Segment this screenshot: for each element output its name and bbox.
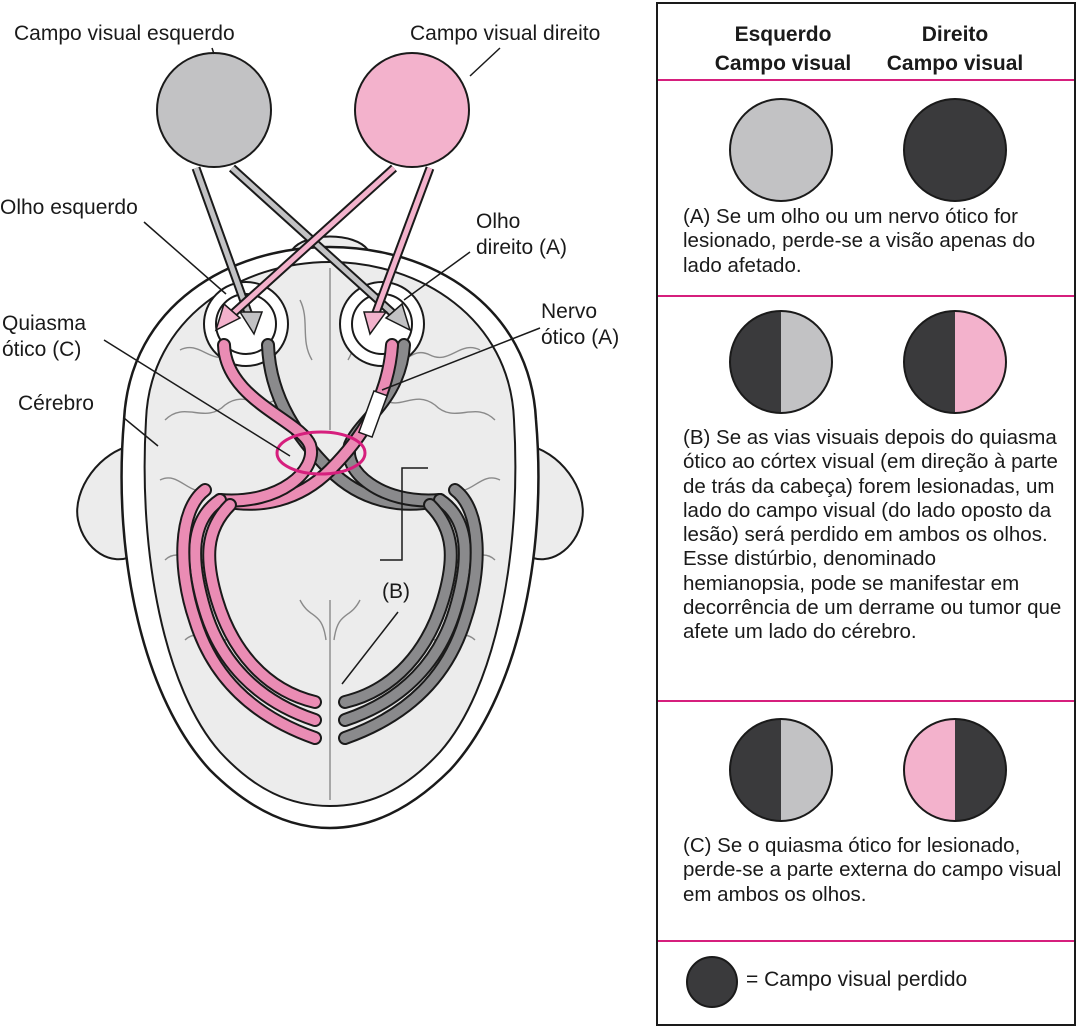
right-field-header: Direito Campo visual — [870, 20, 1040, 78]
section-a-description: (A) Se um olho ou um nervo ótico for les… — [683, 205, 1036, 277]
separator — [658, 940, 1074, 942]
section-c-description: (C) Se o quiasma ótico for lesionado, pe… — [683, 834, 1062, 906]
section-b-right-field — [903, 310, 1007, 414]
left-field-label: Campo visual esquerdo — [14, 22, 235, 45]
section-b-left-field — [729, 310, 833, 414]
left-field-header-line2: Campo visual — [714, 52, 852, 75]
brain-label: Cérebro — [18, 392, 94, 415]
right-field-header-line2: Campo visual — [886, 52, 1024, 75]
pink-visual-pathway — [176, 338, 399, 745]
left-field-header: Esquerdo Campo visual — [698, 20, 868, 78]
section-a-left-field — [729, 98, 833, 202]
optic-nerve-lesion-marker — [357, 389, 389, 439]
chiasm-highlight — [275, 430, 367, 476]
section-b-description: (B) Se as vias visuais depois do quiasma… — [683, 426, 1062, 644]
right-eye-label-line1: Olho — [476, 210, 520, 233]
b-marker-label: (B) — [382, 580, 410, 603]
chiasm-label-line2: ótico (C) — [2, 338, 81, 361]
section-c-left-field — [729, 718, 833, 822]
projection-arrows — [191, 164, 435, 336]
right-field-header-line1: Direito — [921, 23, 989, 46]
lost-field-legend-label: = Campo visual perdido — [746, 968, 968, 991]
separator — [658, 700, 1074, 702]
left-visual-field-circle — [156, 52, 272, 168]
section-c-right-field — [903, 718, 1007, 822]
separator — [658, 79, 1074, 81]
visual-pathway-diagram: Campo visual esquerdo Campo visual direi… — [0, 22, 619, 830]
leader-lines — [103, 47, 541, 685]
chiasm-label-line1: Quiasma — [2, 312, 86, 335]
right-field-label: Campo visual direito — [410, 22, 600, 45]
optic-nerve-label-line2: ótico (A) — [541, 326, 619, 349]
lost-field-legend-swatch — [686, 956, 738, 1008]
left-eye-label: Olho esquerdo — [0, 196, 138, 219]
separator — [658, 295, 1074, 297]
right-visual-field-circle — [354, 52, 470, 168]
section-a-right-field — [903, 98, 1007, 202]
b-bracket — [380, 467, 428, 561]
right-eye-label-line2: direito (A) — [476, 236, 567, 259]
left-field-header-line1: Esquerdo — [734, 23, 832, 46]
visual-field-loss-panel: Esquerdo Campo visual Direito Campo visu… — [656, 2, 1076, 1026]
optic-nerve-label-line1: Nervo — [541, 300, 597, 323]
